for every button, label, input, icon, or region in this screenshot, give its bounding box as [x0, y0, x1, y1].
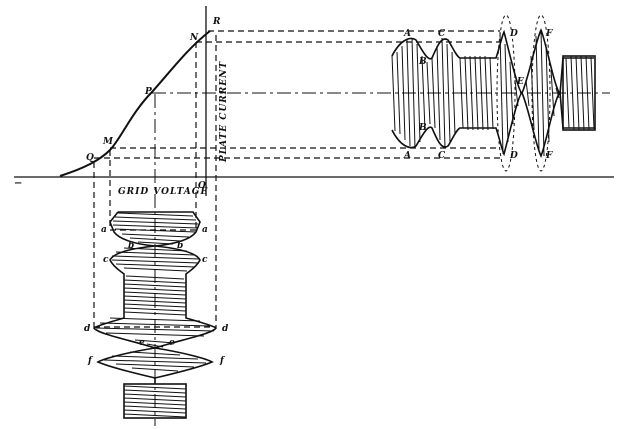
plate-current-label: PLATE CURRENT — [219, 61, 229, 163]
grid-wave-labels: a b c d e f a b c d e f — [84, 225, 229, 366]
plate-label-c-bottom: C — [438, 151, 446, 161]
grid-label-d-left: d — [84, 324, 91, 334]
grid-label-a-left: a — [101, 225, 107, 235]
negative-sign: − — [14, 178, 22, 189]
point-label-q: Q — [86, 153, 94, 163]
grid-label-c-left: c — [103, 255, 109, 265]
plate-label-d-top: D — [509, 29, 518, 39]
vertical-projection-lines — [93, 35, 217, 327]
plate-label-f-bottom: F — [545, 151, 553, 161]
grid-label-f-right: f — [219, 356, 226, 366]
characteristic-curve — [59, 30, 211, 177]
plate-label-b-bottom: B — [418, 123, 427, 133]
grid-voltage-wave — [92, 211, 218, 419]
plate-label-a-top: A — [403, 29, 411, 39]
plate-label-e: E — [516, 77, 524, 87]
grid-label-f-left: f — [87, 356, 94, 366]
plate-label-b-top: B — [418, 57, 427, 67]
plate-current-wave — [391, 14, 596, 172]
grid-label-e-left: e — [139, 338, 145, 348]
grid-label-e-right: e — [169, 338, 175, 348]
grid-label-c-right: c — [202, 255, 208, 265]
plate-label-c-top: C — [438, 29, 446, 39]
grid-voltage-label: GRID VOLTAGE — [118, 187, 208, 197]
grid-label-a-right: a — [202, 225, 208, 235]
grid-label-b-left: b — [128, 241, 134, 251]
grid-label-b-right: b — [177, 241, 183, 251]
point-label-n: N — [189, 33, 199, 43]
point-label-r: R — [212, 17, 221, 27]
plate-ellipse-d — [496, 14, 516, 172]
point-label-p: P — [144, 87, 152, 97]
grid-label-d-right: d — [222, 324, 229, 334]
plate-wave-labels: A B C D F A B C D F E — [403, 29, 553, 161]
plate-label-d-bottom: D — [509, 151, 518, 161]
plate-ellipse-f — [531, 14, 551, 172]
plate-label-f-top: F — [545, 29, 553, 39]
origin-label: O — [198, 181, 206, 191]
plate-label-a-bottom: A — [403, 151, 411, 161]
grid-carrier-lines — [95, 212, 215, 418]
plate-carrier-lines — [391, 29, 595, 157]
point-label-m: M — [102, 137, 114, 147]
